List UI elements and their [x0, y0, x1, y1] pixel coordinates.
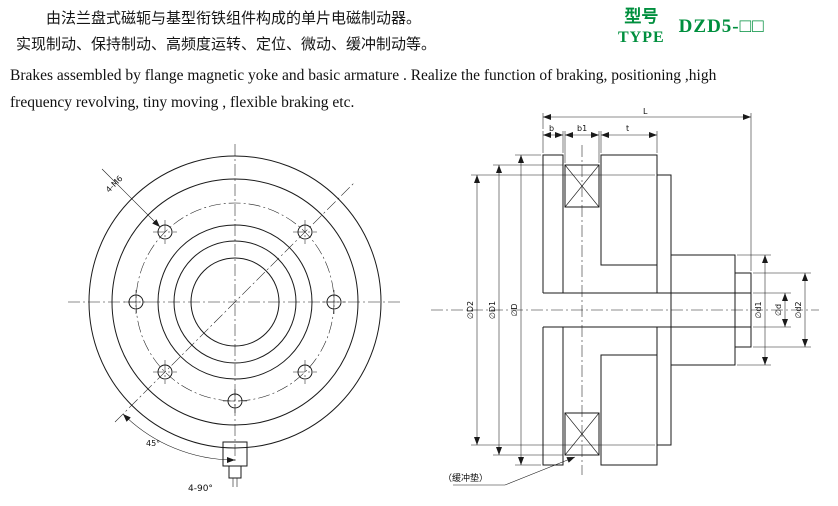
dim-label-armature-diameter: ∅D2	[466, 301, 475, 319]
angle-dimension-arc	[122, 413, 236, 464]
english-intro-line2: frequency revolving, tiny moving , flexi…	[10, 94, 355, 111]
english-intro-line1: Brakes assembled by flange magnetic yoke…	[10, 67, 717, 84]
dim-label-yoke-width: t	[626, 124, 629, 133]
top-dimensions: b b1 t L	[542, 107, 752, 271]
inner-circle-2	[173, 240, 297, 364]
dim-label-hub-diameter: ∅d1	[754, 301, 763, 318]
model-number: DZD5-□□	[678, 16, 765, 37]
angle-dimension-label: 45°	[146, 439, 160, 448]
yoke-upper-section	[600, 154, 658, 266]
dim-label-coil-width: b1	[577, 124, 587, 133]
hub-upper-section	[670, 254, 736, 294]
hole-leader-label: 4-M6	[104, 174, 124, 194]
type-label: 型号 TYPE	[618, 6, 665, 48]
english-intro: Brakes assembled by flange magnetic yoke…	[10, 62, 810, 116]
chinese-intro-line2: 实现制动、保持制动、高频度运转、定位、微动、缓冲制动等。	[16, 37, 437, 53]
left-dimensions: ∅D ∅D1 ∅D2	[466, 154, 655, 466]
cushion-callout: （缓冲垫）	[443, 456, 576, 486]
dim-label-bore-diameter: ∅d	[774, 304, 783, 316]
front-diagonal-centerline	[114, 181, 356, 423]
chinese-intro: 由法兰盘式磁轭与基型衔铁组件构成的单片电磁制动器。 实现制动、保持制动、高频度运…	[16, 6, 496, 58]
bolt-holes	[124, 220, 346, 413]
dim-label-step-diameter: ∅d2	[794, 301, 803, 318]
bore-circle	[190, 257, 280, 347]
dim-label-overall-length: L	[643, 107, 648, 116]
front-view-drawing: 4-M6 45° 4-90°	[68, 144, 402, 494]
right-dimensions: ∅d1 ∅d ∅d2	[737, 254, 811, 366]
chinese-intro-line1: 由法兰盘式磁轭与基型衔铁组件构成的单片电磁制动器。	[46, 11, 422, 27]
inner-circle-1	[157, 224, 313, 380]
dim-label-outer-diameter: ∅D	[510, 303, 519, 316]
hole-spacing-label: 4-90°	[188, 484, 213, 494]
type-label-en: TYPE	[618, 29, 665, 46]
type-label-cn: 型号	[624, 7, 659, 26]
hole-leader-line	[101, 168, 161, 228]
dim-label-coil-diameter: ∅D1	[488, 301, 497, 319]
yoke-circle	[111, 178, 359, 426]
dim-label-flange-width: b	[549, 124, 554, 133]
section-view-drawing: ∅D ∅D1 ∅D2 ∅d1 ∅d ∅d2 b	[431, 107, 819, 486]
yoke-lower-section	[600, 354, 658, 466]
type-model-block: 型号 TYPE DZD5-□□	[618, 6, 765, 48]
outer-flange-circle	[88, 155, 382, 449]
cushion-callout-label: （缓冲垫）	[443, 472, 488, 484]
hub-lower-section	[670, 326, 736, 366]
